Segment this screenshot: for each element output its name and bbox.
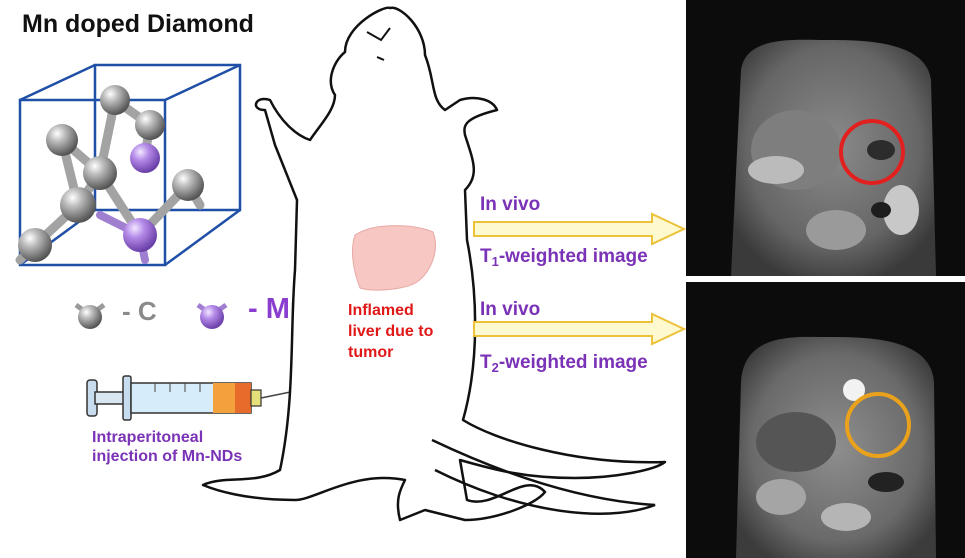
t1-tumor-circle (839, 119, 905, 185)
arrow1-label-prefix: T (480, 246, 492, 267)
arrow2-shape (473, 312, 687, 346)
carbon-atom (83, 156, 117, 190)
t1-mri-image (686, 0, 965, 276)
carbon-atom (60, 187, 96, 223)
carbon-atom (135, 110, 165, 140)
carbon-atom (172, 169, 204, 201)
t2-mri-image (686, 282, 965, 558)
carbon-legend-label: - C (122, 296, 157, 326)
liver-label-line2: liver due to (348, 323, 434, 340)
diamond-crystal-structure (15, 63, 242, 267)
arrow2-label-prefix: T (480, 352, 492, 373)
syringe-icon (86, 375, 311, 421)
carbon-legend-icon (74, 302, 106, 329)
mn-legend-icon (196, 302, 228, 329)
injection-label-line2: injection of Mn-NDs (92, 448, 243, 465)
mn-atom (130, 143, 160, 173)
liver-label: Inflamed liver due to tumor (348, 300, 433, 363)
t2-tumor-circle (845, 392, 911, 458)
arrow2-top-label: In vivo (480, 299, 541, 320)
carbon-atom (100, 85, 130, 115)
liver-label-line1: Inflamed (348, 302, 414, 319)
arrow1-bottom-label: T1-weighted image (480, 246, 648, 269)
liver-label-line3: tumor (348, 344, 394, 361)
diagram-title: Mn doped Diamond (22, 10, 254, 38)
arrow1-shape (473, 212, 687, 246)
injection-label: Intraperitoneal injection of Mn-NDs (92, 428, 242, 466)
mouse-outline (201, 6, 667, 522)
carbon-atom (46, 124, 78, 156)
mn-atom (123, 218, 157, 252)
arrow1-label-subscript: 1 (491, 254, 499, 269)
arrow2-label-subscript: 2 (491, 360, 499, 375)
liver-shape (352, 225, 436, 291)
arrow1-label-suffix: -weighted image (498, 246, 648, 267)
arrow2-bottom-label: T2-weighted image (480, 352, 648, 375)
carbon-atom (18, 228, 52, 262)
injection-label-line1: Intraperitoneal (92, 429, 204, 446)
arrow2-label-suffix: -weighted image (498, 352, 648, 373)
arrow1-top-label: In vivo (480, 194, 541, 215)
